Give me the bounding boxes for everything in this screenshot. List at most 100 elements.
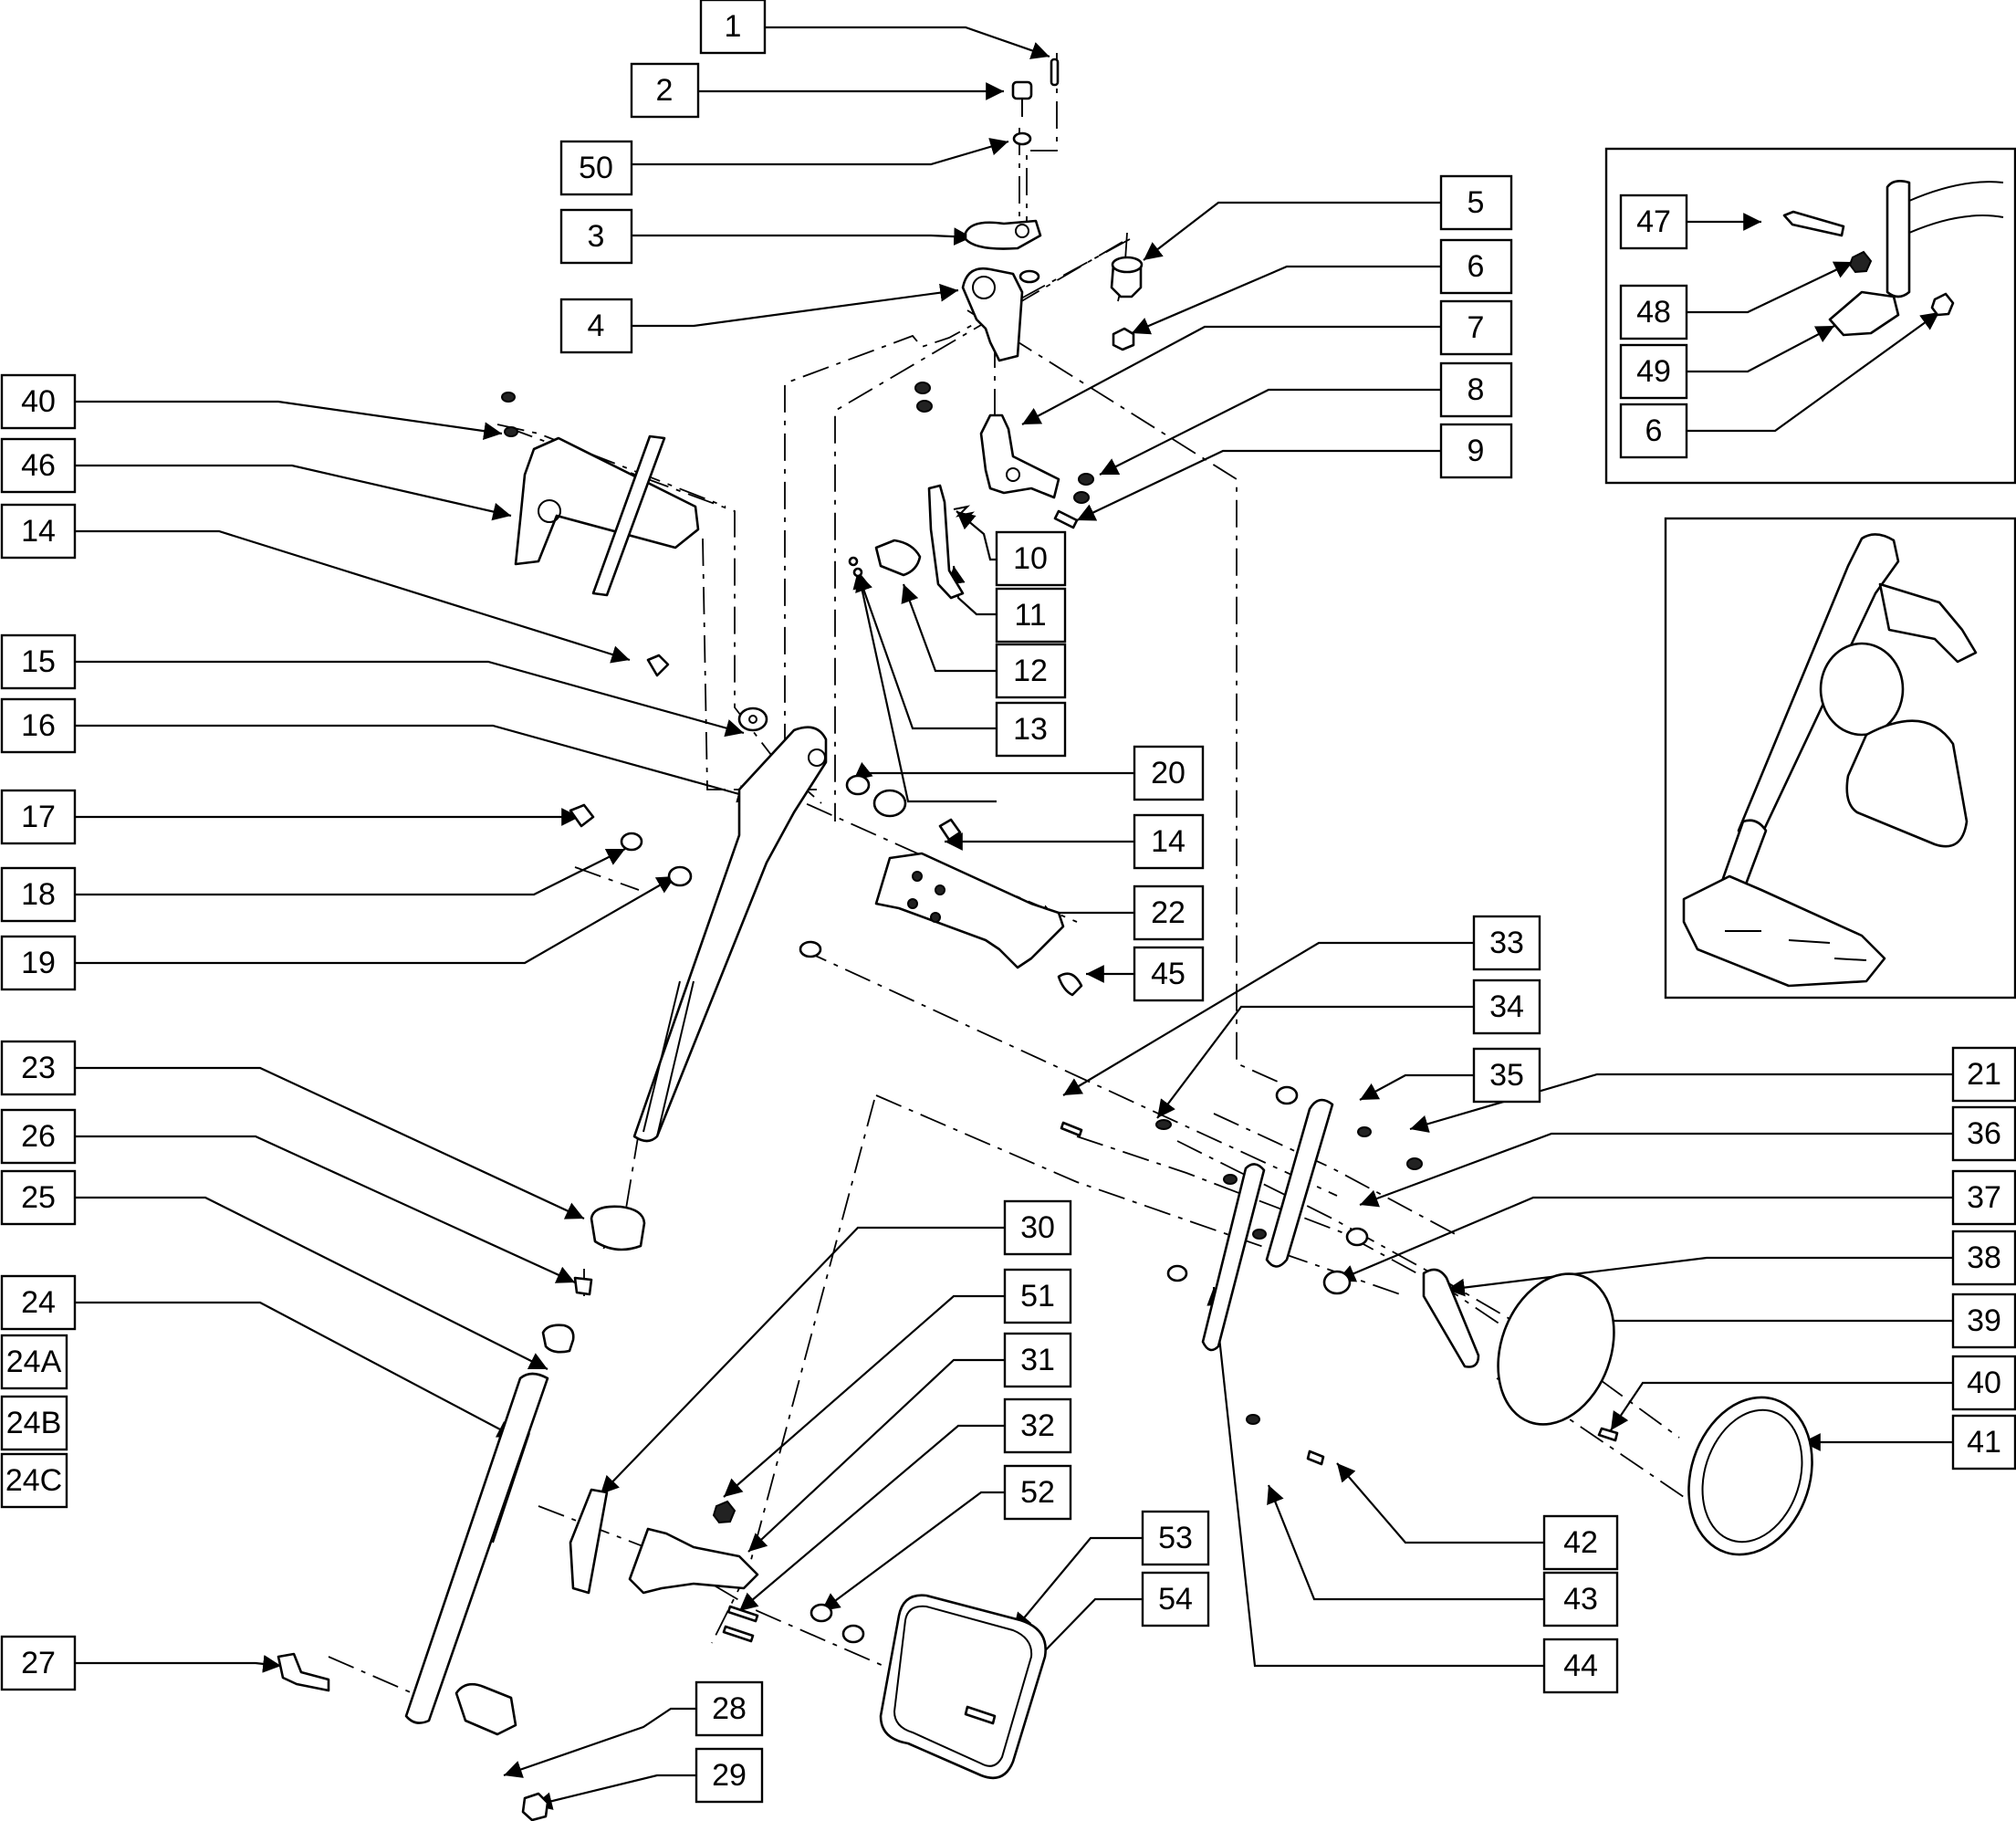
callout-9: 9 [1439, 423, 1513, 479]
lever-part-3 [964, 219, 1042, 250]
callout-10: 10 [995, 530, 1067, 587]
callout-42: 42 [1542, 1514, 1619, 1571]
callout-25: 25 [0, 1169, 77, 1226]
svg-text:24C: 24C [5, 1463, 62, 1498]
svg-text:25: 25 [21, 1180, 56, 1215]
spacer-part-37 [1322, 1270, 1352, 1295]
screw-part-33 [1060, 1121, 1083, 1137]
svg-text:49: 49 [1636, 354, 1671, 389]
callout-24C: 24C [0, 1452, 68, 1509]
callout-51: 51 [1003, 1268, 1072, 1324]
screw-part-21 [1406, 1157, 1423, 1170]
screw-part-8 [1078, 473, 1094, 486]
svg-text:24: 24 [21, 1285, 56, 1320]
pin-part-1 [1050, 58, 1060, 87]
callout-35: 35 [1472, 1047, 1541, 1104]
nut-part-29 [521, 1792, 549, 1821]
callout-34: 34 [1472, 979, 1541, 1035]
callout-27: 27 [0, 1635, 77, 1691]
svg-text:38: 38 [1967, 1240, 2001, 1275]
callout-6b: 6 [1619, 403, 1688, 459]
inset-assembly-drawing [1682, 533, 1978, 988]
svg-text:26: 26 [21, 1119, 56, 1154]
svg-text:27: 27 [21, 1646, 56, 1680]
callout-36: 36 [1951, 1105, 2016, 1162]
callout-2: 2 [630, 62, 700, 119]
bracket-part-22 [874, 852, 1065, 969]
callout-44: 44 [1542, 1638, 1619, 1694]
svg-text:14: 14 [21, 514, 56, 549]
svg-text:18: 18 [21, 877, 56, 912]
spacer-part-19 [667, 865, 693, 887]
clamp-part-30 [569, 1488, 609, 1595]
footplate-bracket-part-31 [628, 1527, 759, 1595]
svg-text:10: 10 [1013, 541, 1048, 576]
bolt-part-27 [277, 1652, 330, 1692]
callout-21: 21 [1951, 1046, 2016, 1103]
svg-text:7: 7 [1468, 310, 1485, 345]
callout-37: 37 [1951, 1169, 2016, 1226]
nut-part-51 [712, 1500, 736, 1524]
parts [277, 58, 1813, 1821]
callout-13: 13 [995, 701, 1067, 758]
svg-text:13: 13 [1013, 712, 1048, 747]
callout-48: 48 [1619, 284, 1688, 340]
callout-53: 53 [1141, 1510, 1210, 1566]
svg-text:36: 36 [1967, 1116, 2001, 1151]
callout-47: 47 [1619, 194, 1688, 250]
callout-24: 24 [0, 1274, 77, 1331]
callout-49: 49 [1619, 343, 1688, 400]
callout-15: 15 [0, 633, 77, 690]
callout-41: 41 [1951, 1414, 2016, 1470]
extension-tube-part-24 [404, 1372, 549, 1724]
end-cap-part-23 [590, 1205, 646, 1251]
svg-text:1: 1 [725, 9, 742, 44]
calf-pad-part-41 [1687, 1396, 1813, 1556]
callout-50: 50 [559, 140, 633, 196]
screw-part-40a [501, 392, 516, 403]
svg-text:24A: 24A [6, 1345, 62, 1379]
callout-46: 46 [0, 437, 77, 494]
callout-3: 3 [559, 208, 633, 265]
callout-45: 45 [1133, 946, 1205, 1002]
cam-part-12 [874, 539, 922, 577]
callout-16: 16 [0, 697, 77, 754]
callout-28: 28 [695, 1680, 764, 1737]
calf-bracket-part-46 [514, 436, 700, 566]
callout-20: 20 [1133, 745, 1205, 801]
spacer-part-20 [845, 774, 871, 796]
svg-text:37: 37 [1967, 1180, 2001, 1215]
callout-14a: 14 [0, 503, 77, 560]
lever-part-38 [1422, 1268, 1480, 1368]
svg-text:35: 35 [1489, 1058, 1524, 1093]
svg-text:53: 53 [1158, 1521, 1193, 1555]
spacer-part-35 [1275, 1085, 1299, 1105]
svg-text:42: 42 [1563, 1525, 1598, 1560]
inset-post [1885, 180, 1911, 298]
inset-nut-6 [1930, 292, 1955, 317]
washer-part-18 [620, 832, 643, 852]
screw-part-17 [569, 803, 595, 828]
svg-text:22: 22 [1151, 895, 1186, 930]
screw-part-26 [573, 1276, 593, 1296]
inset-bolt-47 [1782, 210, 1845, 237]
screw-part-40b [1597, 1427, 1619, 1442]
latch-plate-part-11 [927, 484, 965, 600]
callout-12: 12 [995, 643, 1067, 699]
callout-8: 8 [1439, 361, 1513, 418]
callout-1: 1 [699, 0, 767, 55]
spring-part-10 [953, 505, 976, 523]
link-part-44 [1201, 1163, 1266, 1352]
callout-23: 23 [0, 1040, 77, 1096]
screw-part-2 [1011, 80, 1033, 100]
washer-part-52 [810, 1603, 833, 1623]
svg-text:48: 48 [1636, 295, 1671, 330]
svg-text:33: 33 [1489, 926, 1524, 960]
screw-part-54 [964, 1705, 997, 1725]
callout-30: 30 [1003, 1199, 1072, 1256]
svg-text:50: 50 [579, 151, 613, 185]
callout-4: 4 [559, 298, 633, 354]
nut-part-6 [1112, 327, 1135, 351]
callout-54: 54 [1141, 1571, 1210, 1627]
